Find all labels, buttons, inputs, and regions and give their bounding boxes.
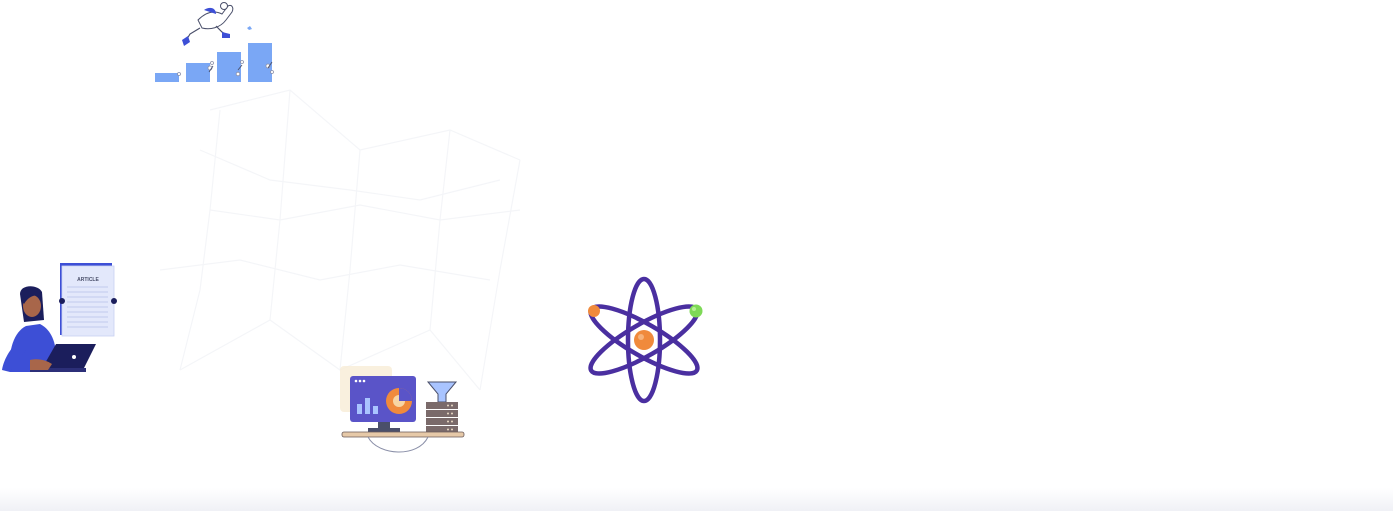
woman-writing-article-on-laptop-icon: ARTICLE bbox=[2, 263, 117, 372]
atom-icon bbox=[588, 276, 703, 404]
analytics-dashboard-and-database-icon bbox=[340, 366, 465, 453]
person-climbing-bar-chart-icon bbox=[155, 2, 274, 82]
bottom-shadow bbox=[0, 488, 1393, 511]
article-document-label: ARTICLE bbox=[77, 277, 99, 283]
